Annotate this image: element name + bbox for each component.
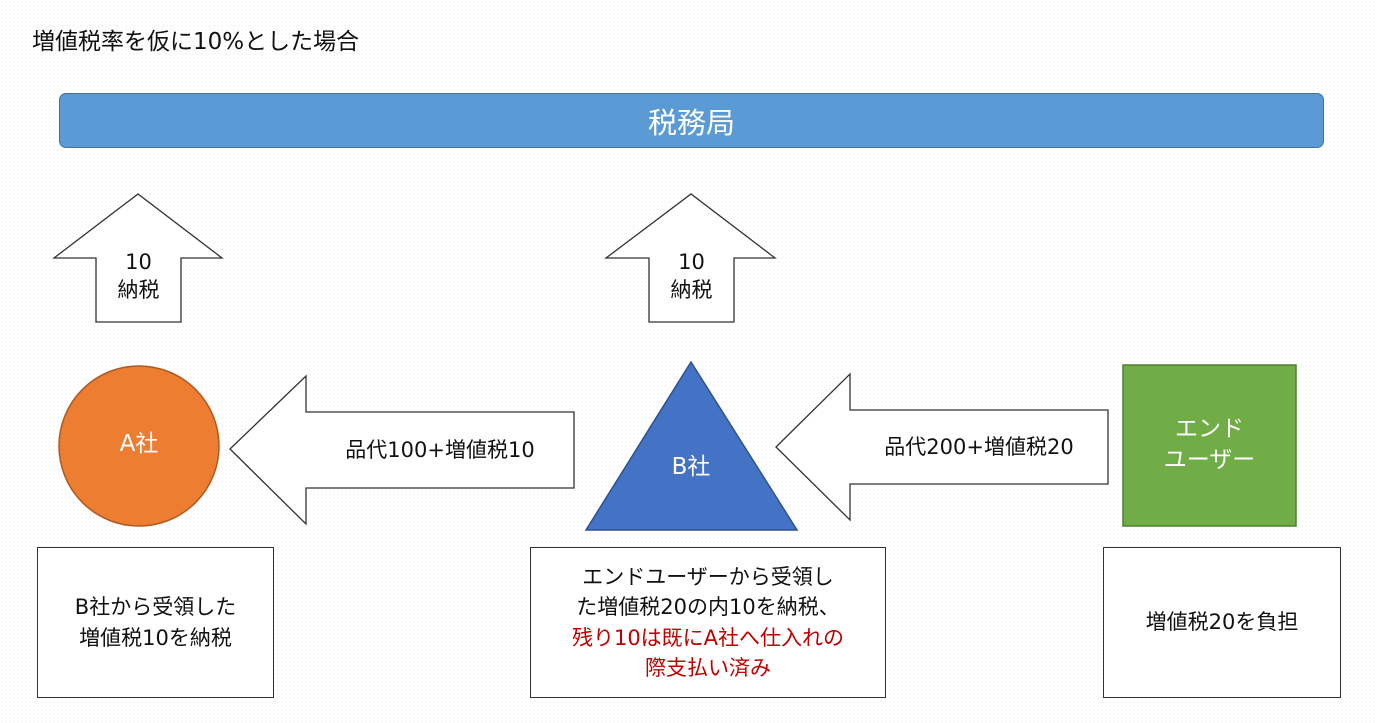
- end-user-note: 増値税20を負担: [1103, 547, 1341, 698]
- tax-bureau-label: 税務局: [647, 105, 735, 140]
- payment-arrow-user-to-b: [775, 372, 1109, 522]
- company-b-triangle: [584, 360, 799, 531]
- tax-payment-arrow-a: [52, 193, 224, 323]
- end-user-square: [1122, 364, 1297, 527]
- tax-payment-label: 納税: [117, 278, 160, 302]
- payment-arrow-b-to-a: [229, 374, 575, 526]
- tax-payment-amount: 10: [678, 249, 705, 274]
- company-b-note-highlight: 際支払い済み: [645, 655, 771, 680]
- tax-payment-arrow-a-label: 10 納税: [96, 236, 181, 316]
- company-a-note: B社から受領した 増値税10を納税: [37, 547, 274, 698]
- payment-arrow-b-to-a-label: 品代100+増値税10: [345, 437, 535, 462]
- company-a-label: A社: [119, 431, 159, 458]
- company-a-circle: [58, 365, 220, 527]
- tax-payment-arrow-b: [604, 193, 777, 323]
- tax-payment-arrow-b-label: 10 納税: [649, 236, 734, 316]
- tax-payment-label: 納税: [670, 278, 713, 302]
- company-b-note: エンドユーザーから受領し た増値税20の内10を納税、 残り10は既にA社へ仕入…: [530, 547, 886, 698]
- end-user-label: エンド ユーザー: [1163, 415, 1256, 473]
- tax-payment-amount: 10: [125, 249, 152, 274]
- page-title: 増値税率を仮に10%とした場合: [32, 29, 360, 55]
- company-b-label: B社: [671, 454, 711, 481]
- payment-arrow-user-to-b-label: 品代200+増値税20: [884, 434, 1074, 459]
- tax-bureau-box: 税務局: [59, 93, 1324, 148]
- company-b-note-highlight: 残り10は既にA社へ仕入れの: [571, 625, 845, 650]
